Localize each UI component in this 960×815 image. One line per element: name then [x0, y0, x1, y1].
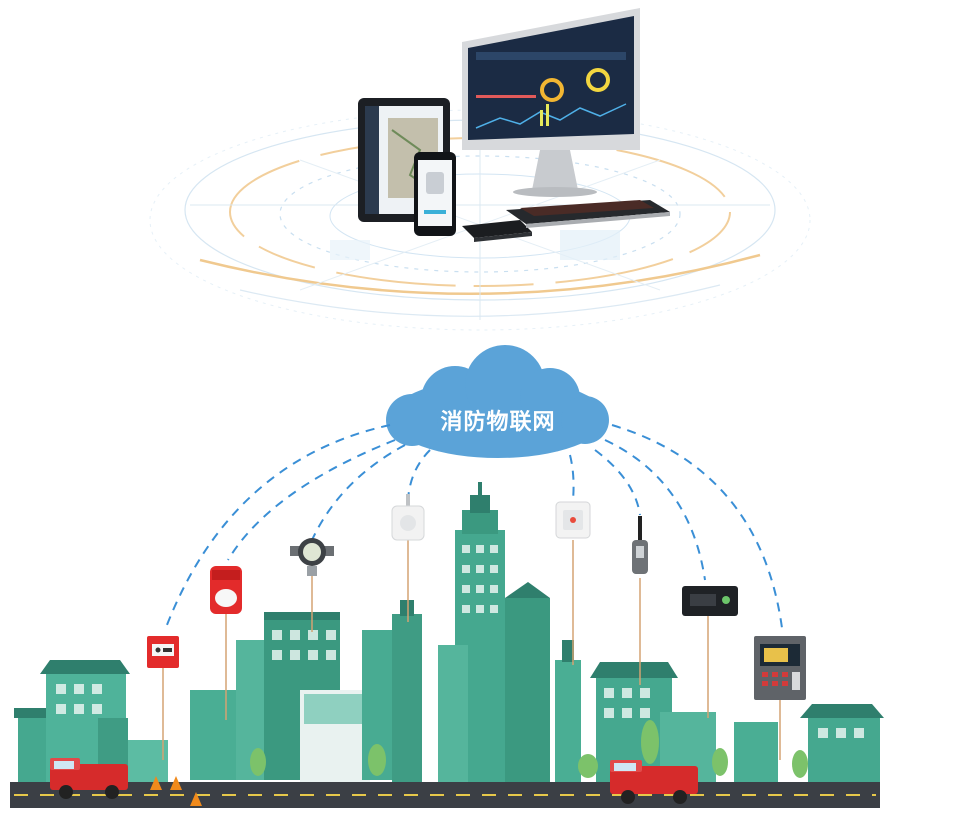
desktop-monitor-icon	[462, 8, 640, 197]
manual-call-point-icon	[147, 636, 179, 668]
fire-truck-left-icon	[50, 758, 128, 799]
link-smoke-detector	[407, 449, 431, 501]
laptop-icon	[506, 200, 670, 228]
probe-icon	[632, 516, 648, 574]
gauge-icon	[290, 538, 334, 576]
smoke-detector-icon	[391, 494, 425, 541]
link-gas-detector	[569, 454, 575, 501]
detector-icon	[555, 501, 591, 539]
link-siren	[227, 439, 396, 561]
link-transmitter	[604, 439, 706, 581]
city-skyline	[10, 482, 884, 808]
gateway-box-icon	[462, 220, 532, 242]
traffic-cones-icon	[150, 776, 202, 806]
cloud-icon	[386, 345, 609, 458]
control-panel-icon	[754, 636, 806, 700]
phone-icon	[414, 152, 456, 236]
fire-truck-right-icon	[610, 760, 698, 804]
siren-icon	[210, 566, 242, 614]
link-control-panel	[611, 424, 783, 629]
cloud-label: 消防物联网	[440, 410, 556, 435]
link-water-probe	[594, 449, 641, 516]
device-poles	[162, 540, 781, 760]
link-gauge	[311, 444, 406, 541]
transmitter-icon	[682, 586, 738, 616]
link-manual-alarm	[164, 424, 391, 631]
